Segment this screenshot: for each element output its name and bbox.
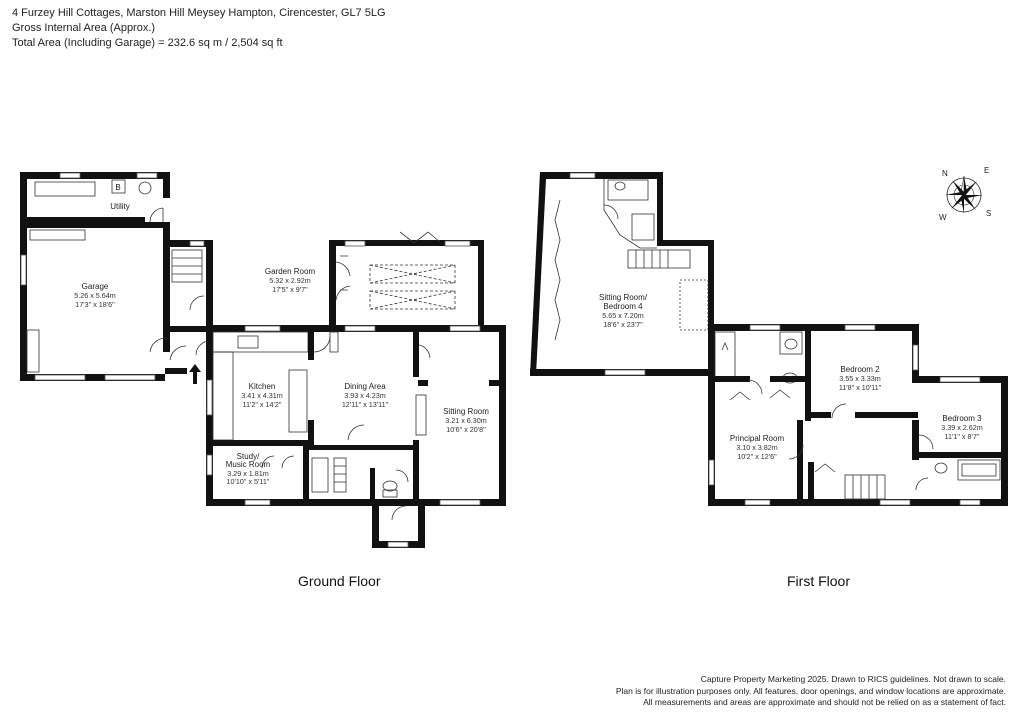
total-area: Total Area (Including Garage) = 232.6 sq…: [12, 37, 283, 49]
room-utility: Utility: [110, 202, 130, 211]
entrance-arrow-icon: [189, 364, 201, 384]
garage-imperial: 17'3" x 18'6": [75, 300, 115, 309]
first-floor-title: First Floor: [787, 573, 850, 589]
compass-rose-icon: N E S W: [939, 166, 991, 222]
sitting-bed4-imperial: 18'6" x 23'7": [603, 320, 643, 329]
room-garden-room: Garden Room: [265, 267, 316, 276]
garden-room-imperial: 17'5" x 9'7": [272, 285, 308, 294]
room-sitting-bed4-line2: Bedroom 4: [603, 302, 643, 311]
footer-line-3: All measurements and areas are approxima…: [643, 697, 1006, 707]
room-study-line1: Study/: [237, 452, 260, 461]
room-garage: Garage: [82, 282, 109, 291]
sitting-bed4-metric: 5.65 x 7.20m: [602, 311, 644, 320]
bedroom3-imperial: 11'1" x 8'7": [945, 432, 980, 441]
footer-line-1: Capture Property Marketing 2025. Drawn t…: [700, 674, 1006, 684]
first-floor-plan: Sitting Room/ Bedroom 4 5.65 x 7.20m 18'…: [530, 172, 1008, 506]
gia-label: Gross Internal Area (Approx.): [12, 22, 156, 34]
property-address: 4 Furzey Hill Cottages, Marston Hill Mey…: [12, 7, 386, 19]
room-sitting-room: Sitting Room: [443, 407, 489, 416]
boiler-marker: B: [115, 183, 120, 192]
room-bedroom-3: Bedroom 3: [942, 414, 982, 423]
compass-s: S: [986, 209, 991, 218]
kitchen-metric: 3.41 x 4.31m: [241, 391, 283, 400]
principal-imperial: 10'2" x 12'6": [737, 452, 777, 461]
study-imperial: 10'10" x 5'11": [227, 477, 270, 486]
dining-metric: 3.93 x 4.23m: [344, 391, 386, 400]
kitchen-imperial: 11'2" x 14'2": [243, 400, 282, 409]
room-dining-area: Dining Area: [344, 382, 386, 391]
disclaimer-footer: Capture Property Marketing 2025. Drawn t…: [616, 674, 1006, 709]
ground-floor-title: Ground Floor: [298, 573, 381, 589]
compass-n: N: [942, 169, 948, 178]
bedroom3-metric: 3.39 x 2.62m: [941, 423, 983, 432]
garden-room-metric: 5.32 x 2.92m: [269, 276, 311, 285]
sitting-metric: 3.21 x 6.30m: [445, 416, 487, 425]
study-metric: 3.29 x 1.81m: [227, 469, 269, 478]
garage-metric: 5.26 x 5.64m: [74, 291, 116, 300]
room-kitchen: Kitchen: [249, 382, 276, 391]
room-study-line2: Music Room: [226, 460, 271, 469]
room-principal: Principal Room: [730, 434, 785, 443]
bedroom2-imperial: 11'8" x 10'11": [839, 383, 882, 392]
footer-line-2: Plan is for illustration purposes only. …: [615, 685, 1006, 696]
bedroom2-metric: 3.55 x 3.33m: [839, 374, 881, 383]
ground-floor-plan: B Utility Garage 5.26 x 5.64m 17'3" x 18…: [20, 172, 506, 548]
dining-imperial: 12'11" x 13'11": [342, 400, 389, 409]
compass-e: E: [984, 166, 989, 175]
room-sitting-bed4-line1: Sitting Room/: [599, 293, 648, 302]
room-bedroom-2: Bedroom 2: [840, 365, 880, 374]
sitting-imperial: 10'6" x 20'8": [446, 425, 486, 434]
compass-w: W: [939, 213, 947, 222]
plan-header: 4 Furzey Hill Cottages, Marston Hill Mey…: [12, 6, 386, 51]
principal-metric: 3.10 x 3.82m: [736, 443, 778, 452]
